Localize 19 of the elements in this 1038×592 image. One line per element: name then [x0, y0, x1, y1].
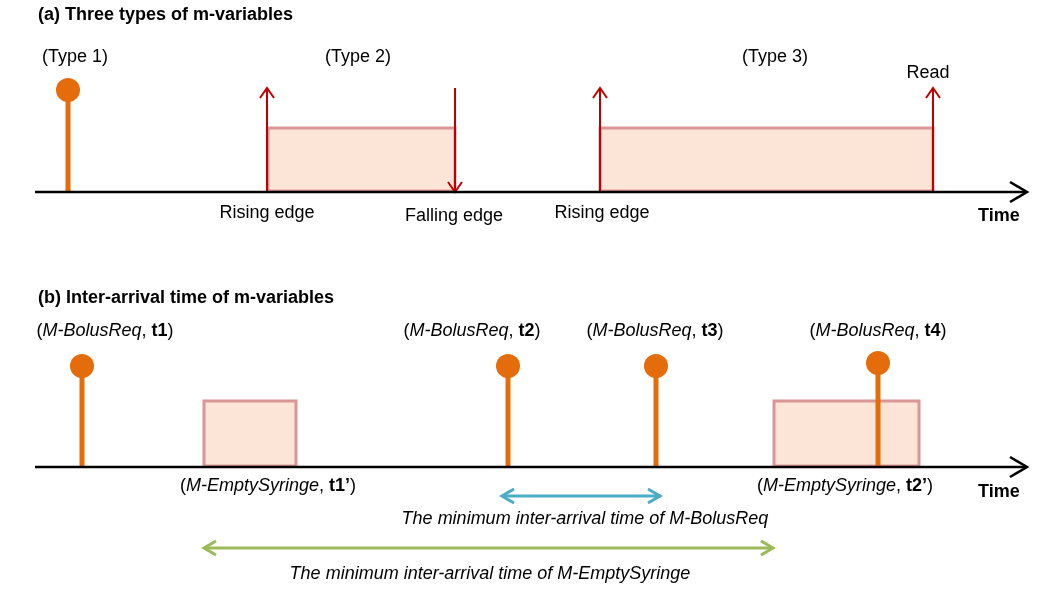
transition-label: Rising edge: [219, 202, 315, 223]
type-label: (Type 1): [42, 46, 108, 67]
transition-label: Falling edge: [404, 205, 504, 226]
dimension-label: The minimum inter-arrival time of M-EmptySyringe: [289, 563, 691, 584]
event-label: (M-EmptySyringe, t1’): [179, 475, 357, 496]
axis-label: Time: [978, 481, 1020, 502]
axis-label: Time: [978, 205, 1020, 226]
event-label: (M-BolusReq, t4): [809, 320, 947, 341]
event-label: (M-BolusReq, t3): [586, 320, 724, 341]
panel-heading: (a) Three types of m-variables: [38, 4, 294, 25]
panel-heading: (b) Inter-arrival time of m-variables: [38, 287, 335, 308]
event-label: Read: [906, 62, 950, 83]
event-label: (M-BolusReq, t2): [403, 320, 541, 341]
dimension-label: The minimum inter-arrival time of M-BolusReq: [401, 508, 769, 529]
event-label: (M-EmptySyringe, t2’): [756, 475, 934, 496]
type-label: (Type 3): [742, 46, 808, 67]
transition-label: Rising edge: [554, 202, 650, 223]
type-label: (Type 2): [325, 46, 391, 67]
event-label: (M-BolusReq, t1): [36, 320, 174, 341]
